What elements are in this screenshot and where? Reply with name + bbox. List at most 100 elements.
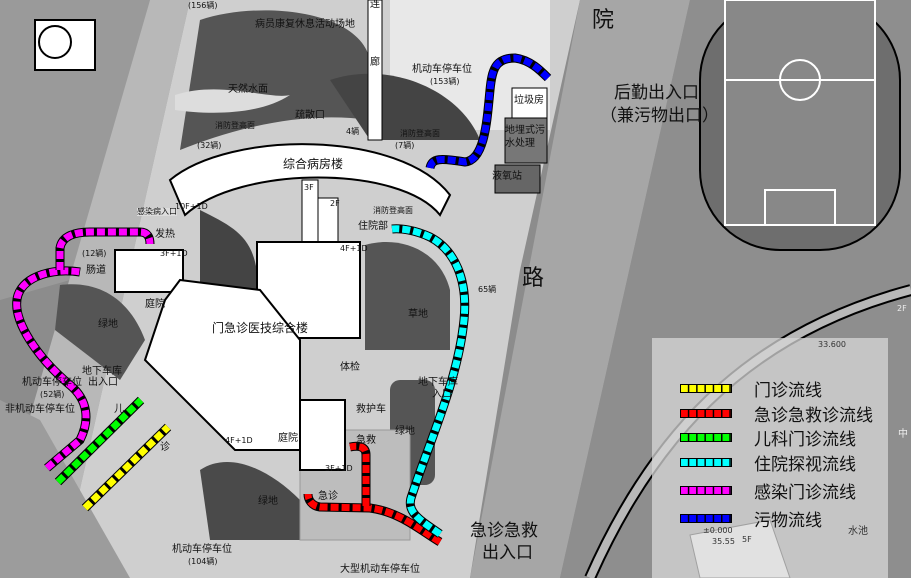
inpatient-label: 住院部 [358, 221, 388, 232]
sports-field [724, 0, 876, 226]
parking-7: (7辆) [395, 141, 415, 150]
corridor-label: 廊 [370, 57, 380, 68]
garden-east [365, 242, 450, 350]
legend-label: 污物流线 [754, 510, 822, 531]
emergency-label: 急诊 [318, 491, 338, 502]
legend: 门诊流线 急诊急救诊流线 儿科门诊流线 住院探视流线 感染门诊流线 污物流线 [652, 338, 888, 578]
infection-block [114, 249, 184, 293]
green-2: 绿地 [258, 496, 278, 507]
courtyard-1: 庭院 [145, 299, 165, 310]
sewage-label: 地埋式污水处理 [505, 125, 545, 149]
legend-label: 门诊流线 [754, 380, 822, 401]
legend-swatch [680, 408, 732, 418]
pediatric-flow [55, 397, 144, 485]
garden-north-water [175, 89, 290, 113]
legend-item-infection: 感染门诊流线 [680, 480, 856, 503]
corridor-2f-label: 2F [330, 199, 340, 208]
parking-156: (156辆) [188, 1, 218, 10]
green-4: 草地 [408, 309, 428, 320]
east-road [470, 0, 690, 578]
fire-face-1: 消防登高面 [215, 121, 255, 130]
parking-65: 65辆 [478, 285, 497, 294]
garden-center [200, 210, 259, 300]
oxygen-label: 液氧站 [492, 171, 522, 182]
legend-item-outpatient: 门诊流线 [680, 378, 822, 401]
outpatient-flow [82, 424, 171, 511]
elevation-3: 35.55 [712, 537, 735, 546]
legend-item-inpatient: 住院探视流线 [680, 452, 856, 475]
parking-104: (104辆) [188, 557, 218, 566]
legend-swatch [680, 383, 732, 393]
ambulance-label: 救护车 [356, 404, 386, 415]
courtyard-2: 庭院 [278, 433, 298, 444]
green-3: 绿地 [395, 426, 415, 437]
road-label-lu: 路 [522, 266, 545, 291]
parking-32: (32辆) [197, 141, 222, 150]
water-label: 天然水面 [228, 84, 268, 95]
floors-c: 4F+1D [225, 436, 253, 445]
elevation-2: ±0.000 [703, 526, 733, 535]
evac-label: 疏散口 [295, 110, 325, 121]
legend-item-waste: 污物流线 [680, 508, 822, 531]
legend-label: 感染门诊流线 [754, 482, 856, 503]
corridor-3f-label: 3F [304, 183, 314, 192]
garden-west [55, 284, 145, 380]
parking-52: (52辆) [40, 390, 65, 399]
basement-entry-2b: 入口 [432, 389, 452, 400]
north-corridor [367, 0, 383, 141]
legend-swatch [680, 457, 732, 467]
penalty-box [764, 189, 836, 226]
fever-label: 发热 [155, 229, 175, 240]
infection-entry-label: 感染病入口 [137, 207, 177, 216]
service-gate-label: 后勤出入口 [614, 83, 699, 103]
nonmotor-parking: 非机动车停车位 [5, 404, 75, 415]
parking-153-title: 机动车停车位 [412, 64, 472, 75]
ward-building-label: 综合病房楼 [283, 157, 344, 171]
neighbor-dome [38, 25, 72, 59]
kids-label: 儿 [114, 404, 124, 415]
east-char: 中 [898, 429, 908, 440]
waste-flow [426, 54, 551, 170]
parking-12: (12辆) [82, 249, 107, 258]
building-2f: 2F [897, 304, 907, 313]
floors-b: 4F+1D [340, 244, 368, 253]
gut-label: 肠道 [86, 265, 106, 276]
parking-153: (153辆) [430, 77, 460, 86]
legend-swatch [680, 485, 732, 495]
emergency-flow [304, 493, 442, 546]
legend-label: 住院探视流线 [754, 454, 856, 475]
basement-entry-1b: 出入口 [88, 377, 118, 388]
legend-label: 儿科门诊流线 [754, 429, 856, 450]
service-gate-sublabel: （兼污物出口） [600, 106, 719, 126]
emergency-gate-label: 急诊急救 [470, 521, 538, 541]
garden-south [200, 461, 300, 540]
ward-floors: 10F+1D [175, 202, 208, 211]
emergency-block [299, 399, 346, 471]
corridor-top-label: 连 [370, 0, 380, 10]
rescue-label: 急救 [356, 435, 376, 446]
parking-104-title: 机动车停车位 [172, 544, 232, 555]
road-label-yuan: 院 [592, 8, 615, 33]
legend-item-emergency: 急诊急救诊流线 [680, 403, 873, 426]
garden-north [180, 10, 370, 151]
parking-52-title: 机动车停车位 [22, 377, 82, 388]
inpatient-visit-flow [391, 225, 469, 537]
elevation-1: 33.600 [818, 340, 846, 349]
sewage-plant [504, 117, 548, 164]
basement-entry-1: 地下车库 [82, 366, 122, 377]
ward-building [168, 143, 452, 217]
legend-item-pediatric: 儿科门诊流线 [680, 427, 856, 450]
green-1: 绿地 [98, 319, 118, 330]
legend-swatch [680, 432, 732, 442]
legend-swatch [680, 513, 732, 523]
left-neighbor-block [0, 0, 150, 300]
emergency-gate-sublabel: 出入口 [482, 543, 533, 563]
pond-label: 水池 [848, 526, 868, 537]
infection-flow-branch [56, 228, 154, 270]
fire-face-3: 消防登高面 [373, 206, 413, 215]
basement-entry-2: 地下车库 [418, 377, 458, 388]
parking-4: 4辆 [346, 127, 360, 136]
checkup-label: 体检 [340, 362, 360, 373]
building-5f: 5F [742, 535, 752, 544]
oxygen-station [494, 164, 541, 194]
